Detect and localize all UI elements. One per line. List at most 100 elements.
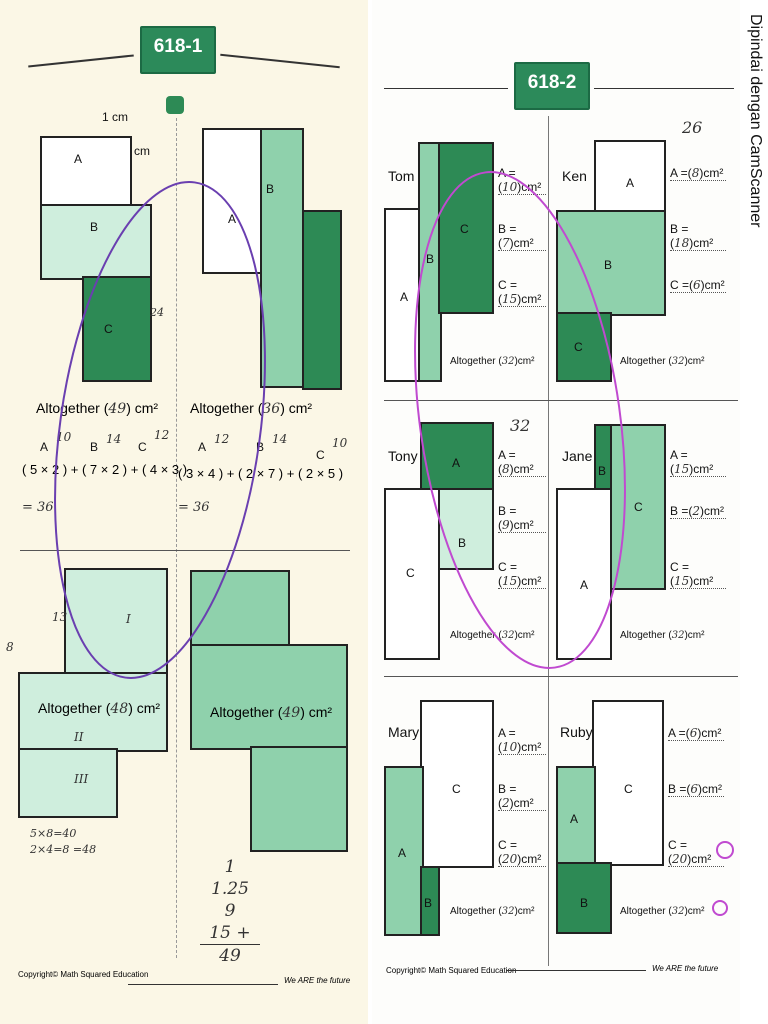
ken-shape-a bbox=[594, 140, 666, 212]
jane-shape-a bbox=[556, 488, 612, 660]
roman-i: I bbox=[126, 612, 131, 626]
altogether-tr: Altogether (36) cm² bbox=[190, 400, 313, 417]
handwritten-work: 5×8=40 2×4=8 =48 bbox=[30, 827, 97, 856]
unit-width-label: 1 cm bbox=[102, 110, 129, 124]
margin-note-8: 8 bbox=[6, 640, 14, 654]
copyright-right: Copyright© Math Squared Education bbox=[386, 966, 517, 975]
label-c: C bbox=[104, 322, 113, 336]
mary-label-a: A bbox=[398, 846, 407, 860]
tony-altogether: Altogether (32)cm² bbox=[450, 630, 535, 641]
label-b: B bbox=[266, 182, 275, 196]
ken-label-c: C bbox=[574, 340, 583, 354]
ruby-altogether: Altogether (32)cm² bbox=[620, 906, 705, 917]
student-name-ruby: Ruby bbox=[560, 724, 593, 740]
header-rule-right bbox=[594, 88, 734, 89]
shape-c-tl bbox=[82, 276, 152, 382]
ken-label-a: A bbox=[626, 176, 635, 190]
footer-rule bbox=[506, 970, 646, 971]
tagline-right: We ARE the future bbox=[652, 964, 719, 973]
result-tl: = 36 bbox=[22, 500, 54, 515]
mary-label-b: B bbox=[424, 896, 433, 910]
page-number-badge-618-1: 618-1 bbox=[140, 26, 216, 74]
label-b: B bbox=[90, 220, 99, 234]
ruby-shape-c bbox=[592, 700, 664, 866]
mary-shape-c bbox=[420, 700, 494, 868]
altogether-bl: Altogether (48) cm² bbox=[38, 700, 161, 717]
jane-label-c: C bbox=[634, 500, 643, 514]
ruby-shape-a bbox=[556, 766, 596, 866]
tony-shape-c bbox=[384, 488, 440, 660]
ruby-label-c: C bbox=[624, 782, 633, 796]
mary-row-b: B =(2)cm² bbox=[498, 782, 546, 811]
shape-iii-bl bbox=[18, 748, 118, 818]
footer-rule bbox=[128, 984, 278, 985]
ruby-label-b: B bbox=[580, 896, 589, 910]
mary-shape-b bbox=[420, 866, 440, 936]
tom-label-a: A bbox=[400, 290, 409, 304]
roman-iii: III bbox=[74, 772, 89, 786]
page-number-badge-618-2: 618-2 bbox=[514, 62, 590, 110]
ken-label-b: B bbox=[604, 258, 613, 272]
ken-row-c: C =(6)cm² bbox=[670, 278, 726, 293]
eq-label-a: A bbox=[40, 440, 49, 454]
tagline-left: We ARE the future bbox=[284, 976, 351, 985]
jane-row-c: C =(15)cm² bbox=[670, 560, 726, 589]
hand-b: 14 bbox=[272, 432, 288, 446]
result-tr: = 36 bbox=[178, 500, 210, 515]
ken-shape-c bbox=[556, 312, 612, 382]
jane-label-a: A bbox=[580, 578, 589, 592]
label-a: A bbox=[74, 152, 83, 166]
altogether-tl: Altogether (49) cm² bbox=[36, 400, 159, 417]
ruby-row-b: B =(6)cm² bbox=[668, 782, 724, 797]
handwritten-note: 24 bbox=[150, 306, 164, 319]
ken-top-note: 26 bbox=[682, 118, 703, 137]
center-divider bbox=[176, 118, 177, 958]
eq-label-c: C bbox=[138, 440, 147, 454]
tony-label-c: C bbox=[406, 566, 415, 580]
tony-label-b: B bbox=[458, 536, 467, 550]
header-rule-left bbox=[384, 88, 508, 89]
eq-label-b: B bbox=[90, 440, 99, 454]
jane-label-b: B bbox=[598, 464, 607, 478]
shape-ii-bl bbox=[18, 672, 168, 752]
student-name-tom: Tom bbox=[388, 168, 415, 184]
mary-row-a: A =(10)cm² bbox=[498, 726, 546, 755]
jane-altogether: Altogether (32)cm² bbox=[620, 630, 705, 641]
hand-a: 12 bbox=[214, 432, 230, 446]
student-name-jane: Jane bbox=[562, 448, 593, 464]
ruby-row-a: A =(6)cm² bbox=[668, 726, 724, 741]
equation-tl: ( 5 × 2 ) + ( 7 × 2 ) + ( 4 × 3 ) bbox=[22, 462, 188, 477]
altogether-br: Altogether (49) cm² bbox=[210, 704, 333, 721]
tony-row-a: A =(8)cm² bbox=[498, 448, 546, 477]
handwritten-sum: 1 1.25 9 15 + 49 bbox=[200, 856, 260, 967]
tony-label-a: A bbox=[452, 456, 461, 470]
tony-row-c: C =(15)cm² bbox=[498, 560, 546, 589]
roman-ii: II bbox=[74, 730, 84, 744]
mary-shape-a bbox=[384, 766, 424, 936]
mary-label-c: C bbox=[452, 782, 461, 796]
tom-label-c: C bbox=[460, 222, 469, 236]
eq-label-b: B bbox=[256, 440, 265, 454]
ruby-shape-b bbox=[556, 862, 612, 934]
student-name-mary: Mary bbox=[388, 724, 420, 740]
shape-c-tr bbox=[302, 210, 342, 390]
scanner-margin bbox=[740, 0, 768, 1024]
ruby-row-c: C =(20)cm² bbox=[668, 838, 724, 867]
copyright-left: Copyright© Math Squared Education bbox=[18, 970, 149, 979]
ken-row-b: B =(18)cm² bbox=[670, 222, 726, 251]
shape-bottom-br bbox=[250, 746, 348, 852]
tom-altogether: Altogether (32)cm² bbox=[450, 356, 535, 367]
student-name-tony: Tony bbox=[388, 448, 418, 464]
eq-label-c: C bbox=[316, 448, 325, 462]
label-a: A bbox=[228, 212, 237, 226]
hand-b: 14 bbox=[106, 432, 122, 446]
tony-top-note: 32 bbox=[510, 416, 531, 435]
jane-row-b: B =(2)cm² bbox=[670, 504, 726, 519]
fish-icon bbox=[166, 96, 184, 114]
scanner-watermark: Dipindai dengan CamScanner bbox=[747, 14, 764, 228]
equation-tr: ( 3 × 4 ) + ( 2 × 7 ) + ( 2 × 5 ) bbox=[178, 466, 344, 481]
ken-row-a: A =(8)cm² bbox=[670, 166, 726, 181]
ruby-label-a: A bbox=[570, 812, 579, 826]
section-rule bbox=[20, 550, 350, 551]
tony-row-b: B =(9)cm² bbox=[498, 504, 546, 533]
